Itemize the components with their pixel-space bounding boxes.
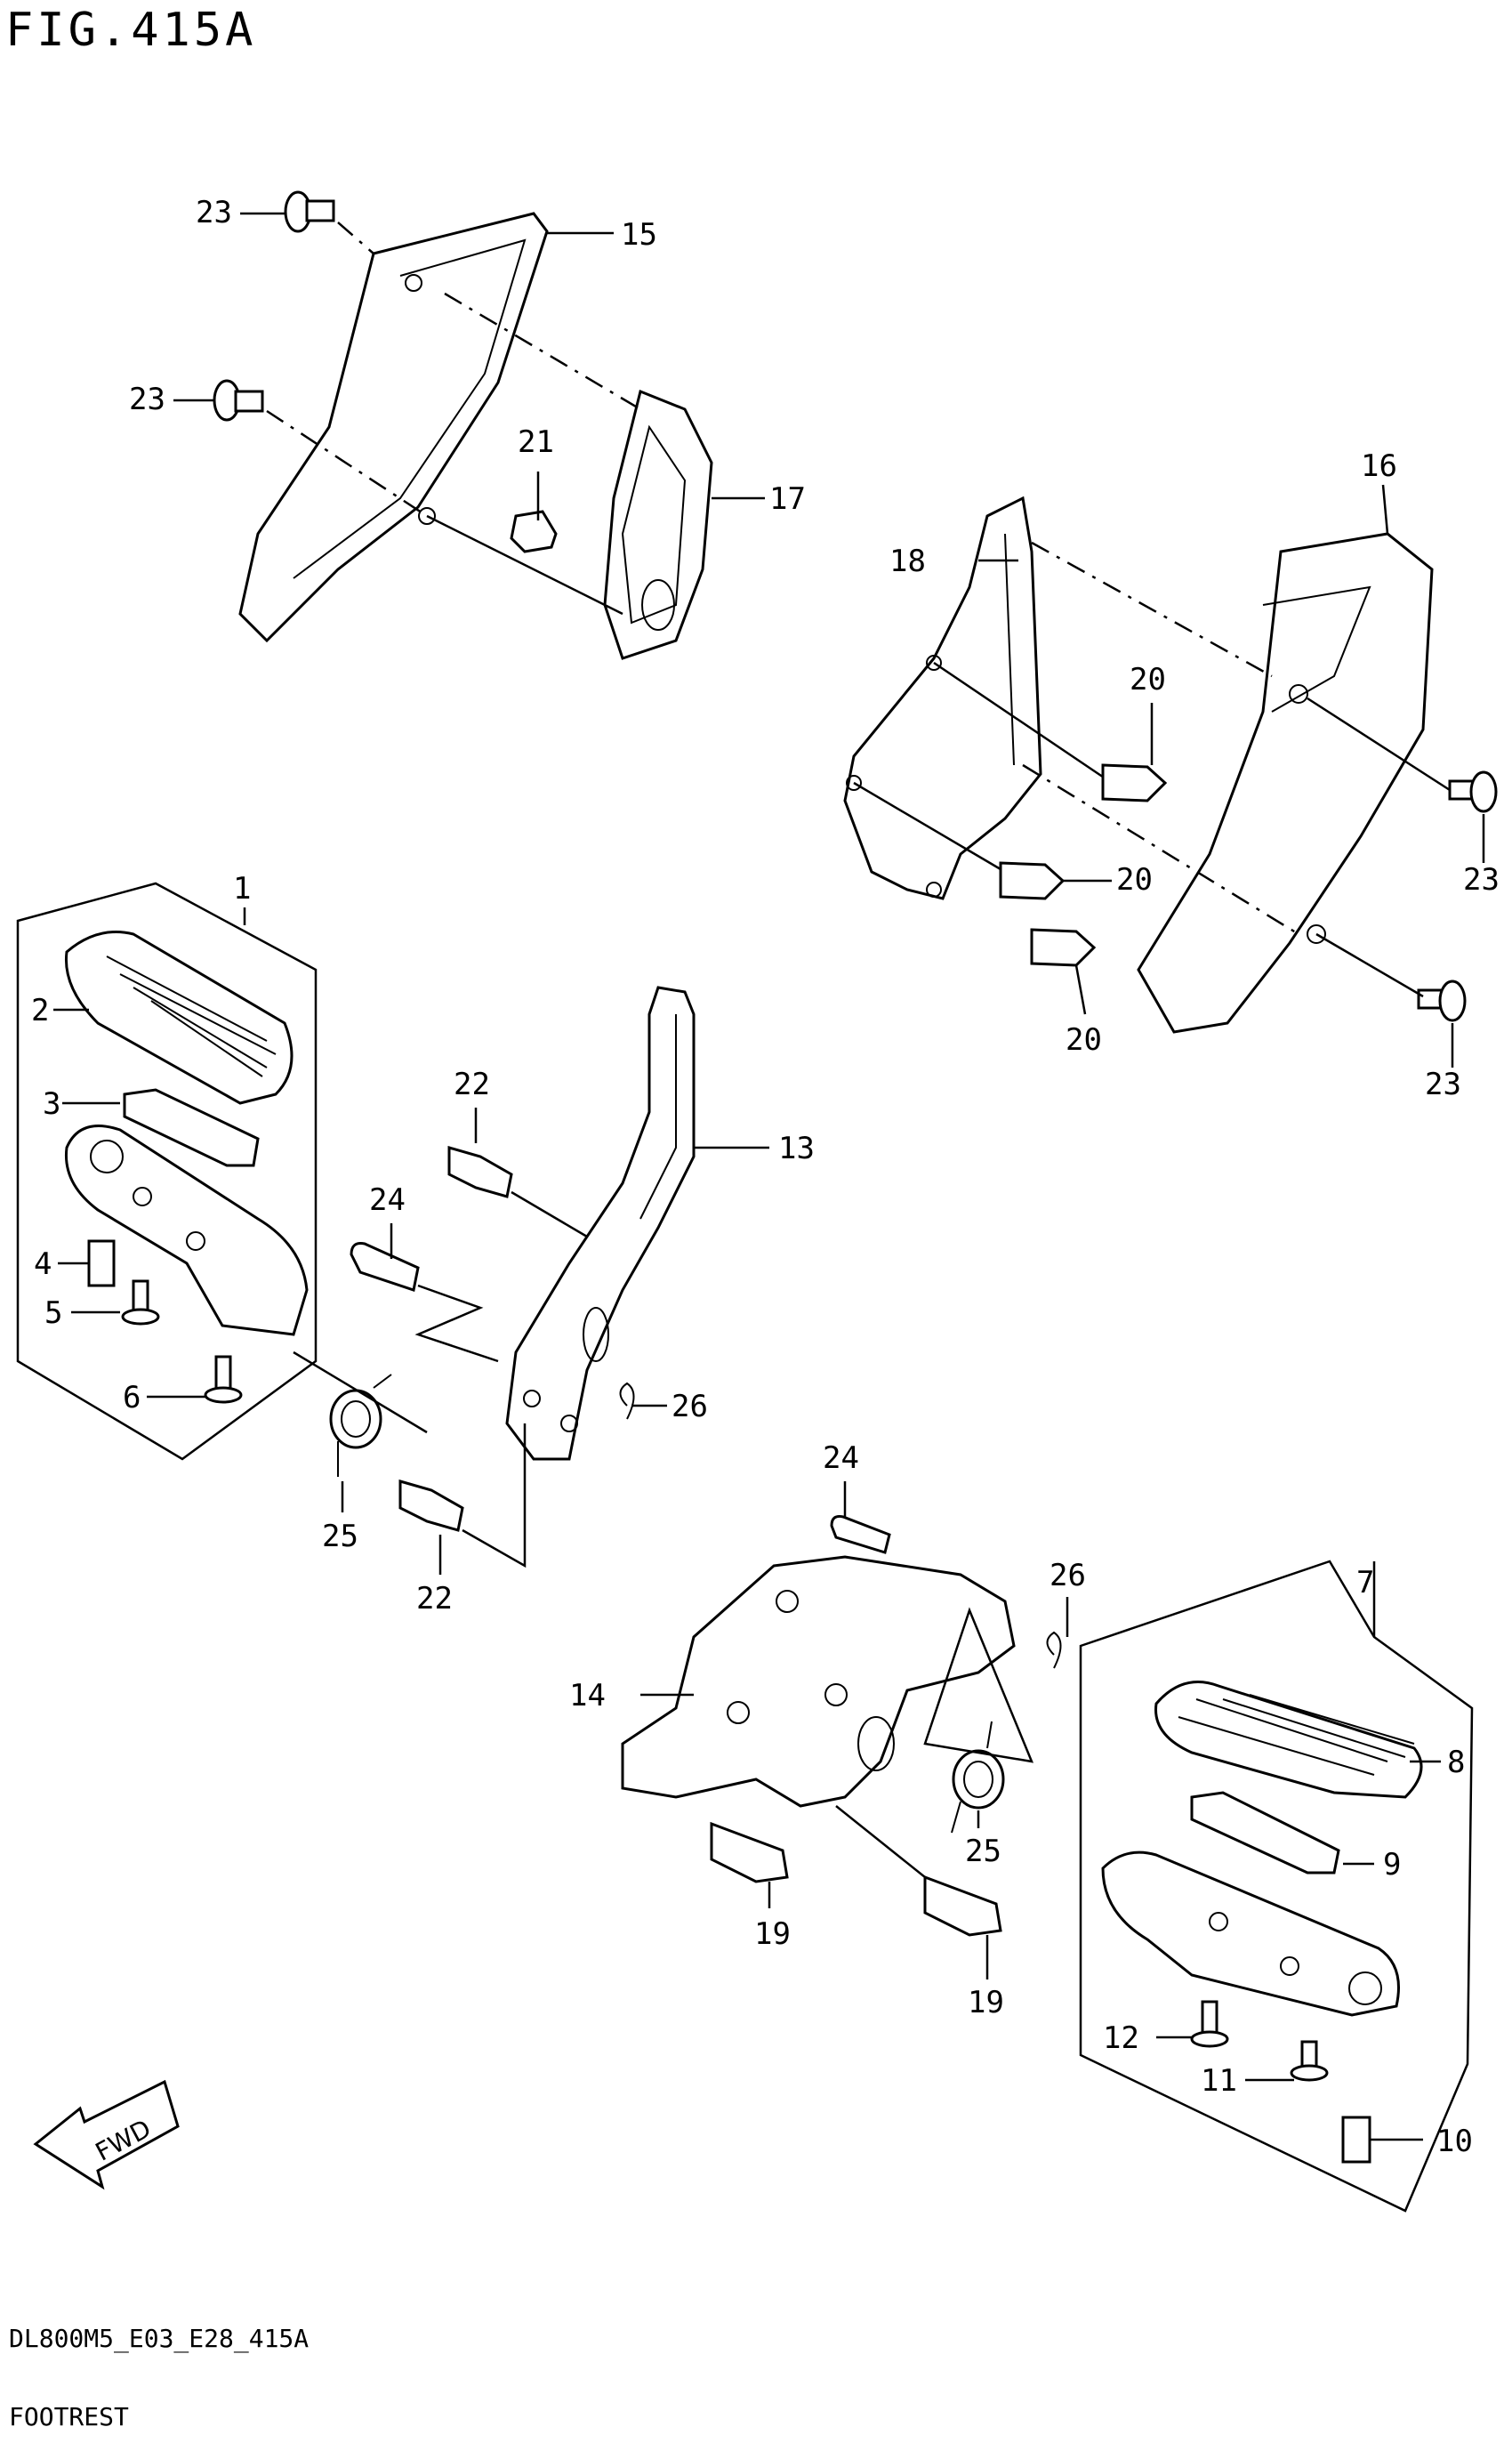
callout-26: 26 (1050, 1558, 1086, 1593)
part-group-name: FOOTREST (9, 2402, 129, 2431)
callout-25: 25 (322, 1519, 358, 1554)
callout-1: 1 (233, 871, 251, 907)
footrest-rubber-8 (1154, 1681, 1423, 1799)
clip-26-right (1046, 1631, 1062, 1669)
callout-16: 16 (1361, 448, 1397, 484)
bolt-20-a (1101, 763, 1168, 802)
spring-25-right (951, 1721, 1005, 1834)
plate-3 (123, 1088, 260, 1167)
callout-22: 22 (454, 1067, 490, 1102)
screw-23-upper (284, 190, 335, 233)
assy-1-outline (16, 882, 318, 1461)
callout-26: 26 (672, 1389, 708, 1424)
callout-6: 6 (123, 1380, 141, 1415)
screw-23-lower (213, 379, 264, 422)
pin-24-left (350, 1242, 420, 1292)
callout-8: 8 (1447, 1745, 1465, 1780)
callout-23: 23 (129, 382, 165, 417)
assy-7-outline (1079, 1560, 1474, 2213)
footrest-body (64, 1125, 309, 1336)
nut-10 (1341, 2116, 1371, 2164)
screw-12 (1190, 2000, 1229, 2048)
callout-13: 13 (778, 1131, 815, 1166)
callout-20: 20 (1130, 662, 1166, 697)
callout-2: 2 (31, 993, 49, 1028)
screw-11 (1290, 2040, 1329, 2082)
callout-3: 3 (43, 1086, 60, 1122)
figure-title: FIG.415A (5, 4, 257, 57)
callout-22: 22 (416, 1581, 453, 1617)
callout-12: 12 (1103, 2020, 1139, 2056)
bolt-22-lower (398, 1479, 464, 1532)
plate-9 (1190, 1791, 1340, 1875)
pin-24-right (830, 1515, 891, 1554)
callout-23: 23 (1425, 1067, 1461, 1102)
callout-20: 20 (1116, 862, 1153, 898)
bolt-22-upper (447, 1146, 513, 1198)
bolt-19-right (923, 1875, 1002, 1937)
model-code: DL800M5_E03_E28_415A (9, 2324, 310, 2353)
callout-7: 7 (1356, 1565, 1374, 1600)
callout-17: 17 (769, 481, 806, 517)
callout-10: 10 (1436, 2124, 1473, 2159)
bolt-20-b (999, 861, 1066, 900)
bracket-14 (621, 1555, 1016, 1808)
spring-25-left (329, 1374, 392, 1477)
callout-24: 24 (823, 1440, 859, 1476)
bolt-19-left (710, 1821, 789, 1883)
callout-20: 20 (1066, 1022, 1102, 1058)
washer-screw-5 (121, 1279, 160, 1326)
bracket-17 (603, 389, 713, 660)
clip-26-left (619, 1382, 635, 1420)
heel-guard-15 (238, 212, 549, 643)
fwd-direction-arrow: FWD (33, 2079, 180, 2190)
callout-15: 15 (621, 217, 657, 253)
screw-23-right-lower (1417, 980, 1467, 1022)
callout-18: 18 (889, 544, 926, 579)
callout-25: 25 (965, 1834, 1001, 1869)
callout-11: 11 (1201, 2063, 1237, 2099)
nut-4 (87, 1239, 116, 1287)
bolt-20-c (1030, 928, 1097, 967)
callout-14: 14 (569, 1678, 606, 1713)
callout-19: 19 (754, 1916, 791, 1952)
callout-24: 24 (369, 1182, 406, 1218)
callout-21: 21 (518, 424, 554, 460)
footrest-rubber-2 (64, 931, 294, 1105)
callout-4: 4 (34, 1246, 52, 1282)
callout-23: 23 (196, 195, 232, 230)
collar-21 (510, 510, 558, 553)
footrest-body-right (1101, 1850, 1400, 2017)
callout-23: 23 (1463, 862, 1500, 898)
heel-guard-16 (1137, 532, 1434, 1034)
bracket-18 (843, 496, 1042, 900)
screw-23-right-upper (1448, 770, 1498, 813)
leader-lines (53, 212, 1485, 2141)
callout-5: 5 (44, 1295, 62, 1331)
callout-labels: 23 23 15 21 17 16 18 20 20 20 23 23 1 2 … (31, 195, 1500, 2159)
bracket-13 (505, 986, 696, 1461)
callout-9: 9 (1383, 1847, 1401, 1883)
screw-6 (204, 1355, 243, 1404)
callout-19: 19 (968, 1985, 1004, 2020)
